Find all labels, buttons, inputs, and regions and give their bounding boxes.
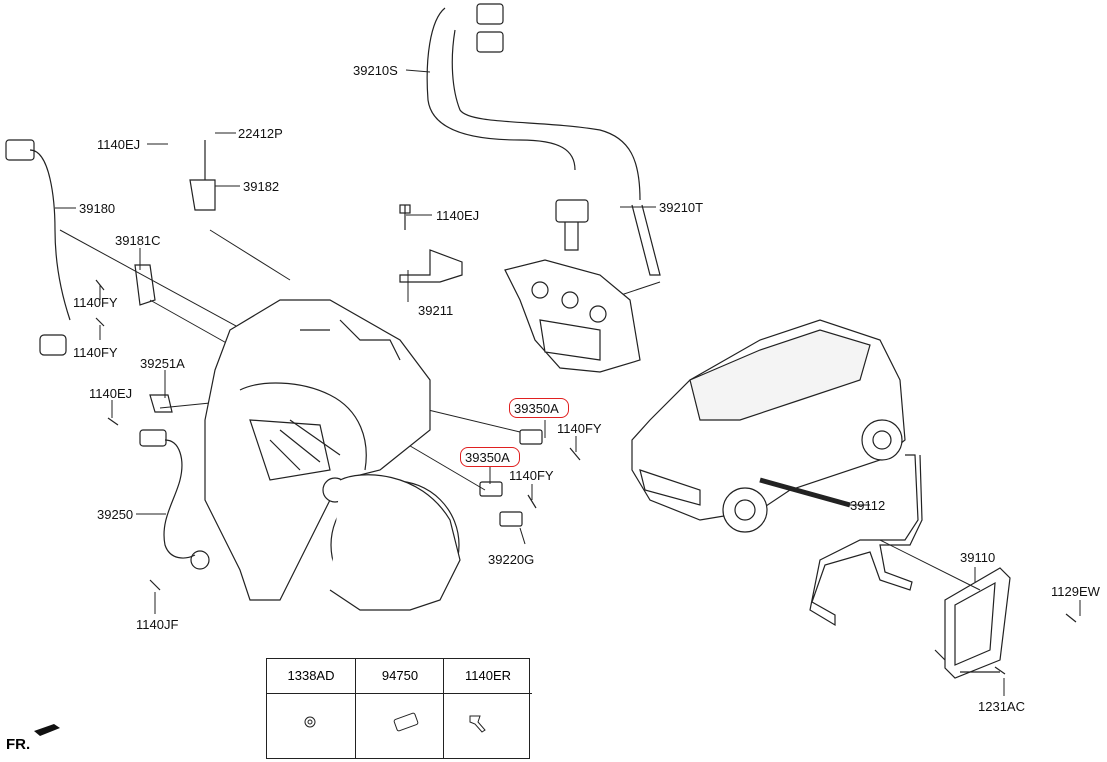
parts-table-header: 1338AD [287,668,335,683]
callout-39211[interactable]: 39211 [418,303,454,318]
callout-1129EW[interactable]: 1129EW [1051,584,1100,599]
callout-39210S[interactable]: 39210S [353,63,398,78]
callout-39210T[interactable]: 39210T [659,200,704,215]
highlight-ring-39350A-a [509,398,569,418]
callout-1140FY-d[interactable]: 1140FY [509,468,554,483]
callout-39251A[interactable]: 39251A [140,356,185,371]
front-direction-label: FR. [6,736,31,753]
callout-39112[interactable]: 39112 [850,498,886,513]
callout-39110[interactable]: 39110 [960,550,996,565]
callout-1140FY-b[interactable]: 1140FY [73,345,118,360]
parts-table-col-2[interactable]: 94750 [355,659,444,758]
callout-39220G[interactable]: 39220G [488,552,535,567]
callout-1231AC[interactable]: 1231AC [978,699,1025,714]
callout-39250[interactable]: 39250 [97,507,134,522]
callout-39182[interactable]: 39182 [243,179,280,194]
callout-39181C[interactable]: 39181C [115,233,161,248]
callout-1140FY-a[interactable]: 1140FY [73,295,118,310]
parts-table: 1338AD 94750 1140ER [266,658,532,759]
callout-1140EJ-b[interactable]: 1140EJ [436,208,480,223]
callout-39350A-a[interactable]: 39350A [514,401,559,416]
callout-1140EJ-a[interactable]: 1140EJ [97,137,141,152]
callout-1140FY-c[interactable]: 1140FY [557,421,602,436]
callout-39180[interactable]: 39180 [79,201,116,216]
parts-table-header: 94750 [381,668,419,683]
parts-table-col-1[interactable]: 1338AD [267,659,355,758]
callout-39350A-b[interactable]: 39350A [465,450,510,465]
callout-1140JF[interactable]: 1140JF [136,617,179,632]
callout-1140EJ-c[interactable]: 1140EJ [89,386,133,401]
parts-table-col-3[interactable]: 1140ER [443,659,532,758]
parts-table-header: 1140ER [464,668,511,683]
callout-22412P[interactable]: 22412P [238,126,283,141]
highlight-ring-39350A-b [460,447,520,467]
